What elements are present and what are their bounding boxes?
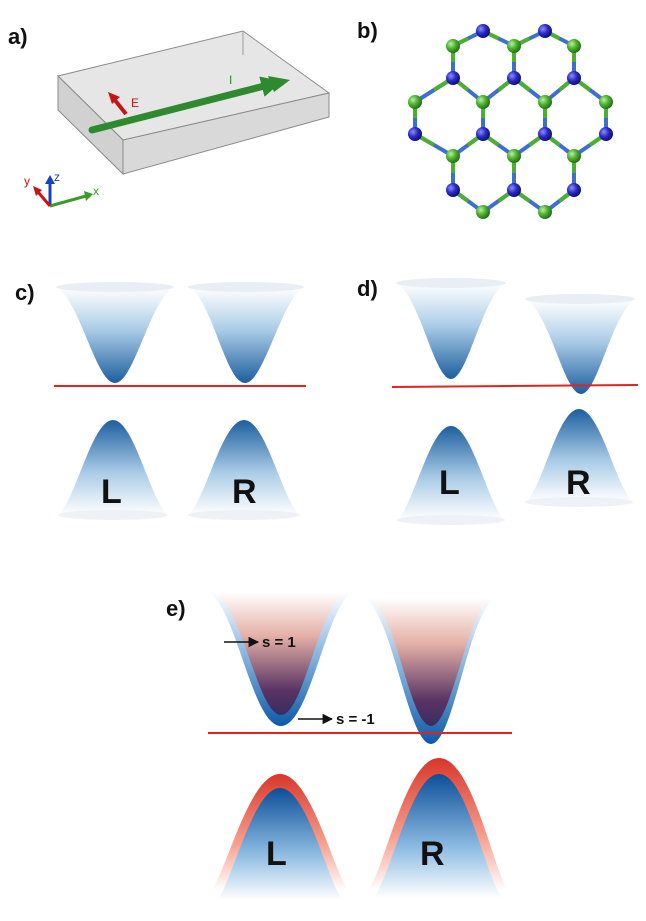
lattice-atom-green <box>538 95 552 109</box>
fermi-level-d <box>391 384 639 388</box>
lattice-atom-blue <box>599 127 613 141</box>
honeycomb-lattice <box>408 24 613 219</box>
valence-band-left-e <box>212 774 348 900</box>
lattice-atom-blue <box>476 127 490 141</box>
conduction-band-left-e <box>208 592 353 726</box>
field-label: E <box>131 96 139 110</box>
lattice-atom-blue <box>567 71 581 85</box>
spin-down-label: s = -1 <box>336 711 375 728</box>
conduction-band-right-c <box>188 282 304 383</box>
lattice-atom-green <box>446 39 460 53</box>
panel-d: d) L R <box>357 276 639 525</box>
axis-y-line <box>36 191 52 207</box>
conduction-band-left-c <box>56 282 174 383</box>
valence-band-right-e <box>368 758 508 898</box>
lattice-atom-green <box>599 95 613 109</box>
lattice-atom-green <box>476 95 490 109</box>
lattice-atom-blue <box>507 183 521 197</box>
valence-band-left-c <box>58 420 168 520</box>
valley-label-left-c: L <box>101 473 122 511</box>
lattice-atom-blue <box>408 127 422 141</box>
valley-label-left-d: L <box>439 464 460 502</box>
valley-label-right-e: R <box>420 835 445 873</box>
panel-a: a) I E z x y <box>8 24 331 208</box>
lattice-atom-green <box>446 149 460 163</box>
axis-z-head <box>45 175 55 184</box>
lattice-atom-blue <box>476 24 490 38</box>
field-arrowhead <box>108 92 120 104</box>
panel-e: e) s = 1 s = -1 L R <box>166 592 512 900</box>
valence-band-left-d <box>397 426 505 525</box>
valence-band-right-d <box>525 409 633 507</box>
panel-b: b) <box>357 18 613 219</box>
panel-c: c) L R <box>15 280 306 520</box>
axis-y-label: y <box>24 174 30 188</box>
field-arrow <box>112 97 128 116</box>
valley-label-right-c: R <box>232 473 257 511</box>
axis-x-line <box>49 194 87 208</box>
lattice-atom-green <box>507 39 521 53</box>
lattice-atom-blue <box>567 183 581 197</box>
box-left <box>57 74 124 176</box>
axis-z-label: z <box>54 170 60 184</box>
panel-label-c: c) <box>15 280 35 305</box>
axis-x-label: x <box>93 184 99 198</box>
lattice-atom-blue <box>507 71 521 85</box>
lattice-atom-blue <box>446 71 460 85</box>
conduction-band-left-d <box>396 278 506 379</box>
panel-label-e: e) <box>166 596 186 621</box>
current-label: I <box>229 73 232 87</box>
lattice-atom-green <box>476 205 490 219</box>
lattice-atom-green <box>567 39 581 53</box>
axes-triad: z x y <box>24 170 99 208</box>
lattice-atom-green <box>408 95 422 109</box>
lattice-atom-green <box>507 149 521 163</box>
lattice-atom-blue <box>538 24 552 38</box>
valley-label-left-e: L <box>266 835 287 873</box>
conduction-band-right-d <box>525 294 636 394</box>
spin-up-label: s = 1 <box>262 634 296 651</box>
lattice-atom-green <box>538 205 552 219</box>
current-arrow <box>88 76 283 134</box>
panel-label-a: a) <box>8 24 28 49</box>
axis-y-head <box>33 186 42 196</box>
valence-band-right-c <box>188 420 300 520</box>
lattice-atom-blue <box>538 127 552 141</box>
conduction-band-right-e <box>364 598 496 744</box>
panel-label-b: b) <box>357 18 378 43</box>
panel-label-d: d) <box>357 276 378 301</box>
lattice-atom-blue <box>446 183 460 197</box>
current-arrowhead <box>268 76 290 92</box>
valley-label-right-d: R <box>566 464 591 502</box>
lattice-atom-green <box>567 149 581 163</box>
axis-x-head <box>84 191 93 201</box>
